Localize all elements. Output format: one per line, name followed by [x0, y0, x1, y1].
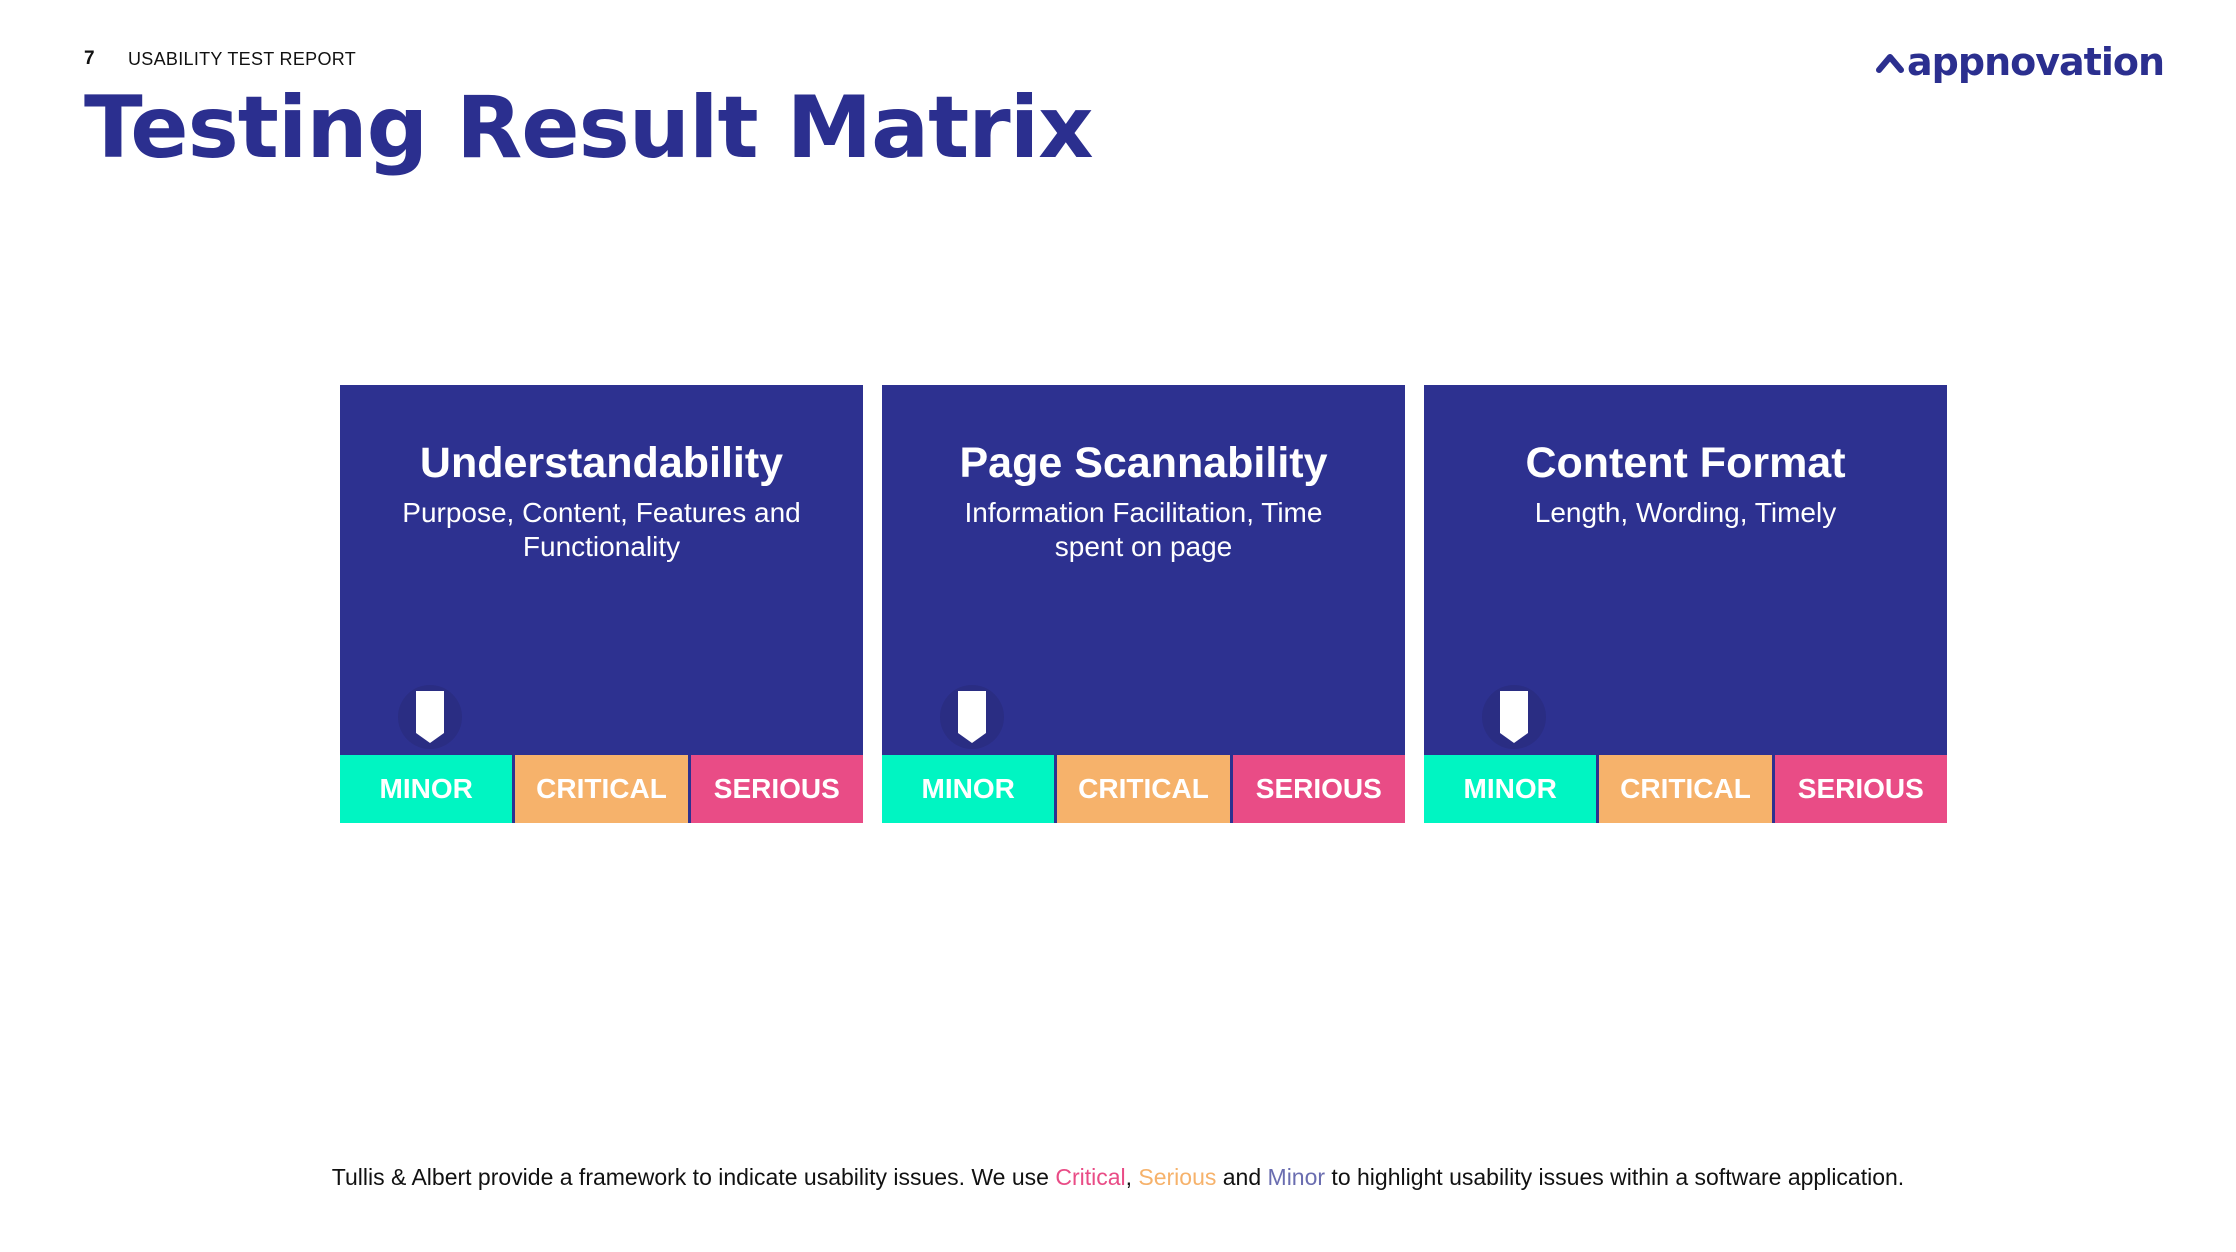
severity-scale: MINOR CRITICAL SERIOUS: [882, 755, 1405, 823]
footnote-and: and: [1216, 1164, 1268, 1190]
card-title: Understandability: [419, 439, 784, 487]
severity-scale: MINOR CRITICAL SERIOUS: [1424, 755, 1947, 823]
bookmark-icon: [940, 685, 1004, 749]
footnote-comma: ,: [1125, 1164, 1139, 1190]
logo-text: appnovation: [1907, 40, 2165, 84]
card-subtitle: Length, Wording, Timely: [1534, 497, 1837, 528]
card-understandability: Understandability Purpose, Content, Feat…: [340, 385, 863, 823]
rating-critical: CRITICAL: [1054, 755, 1230, 823]
bookmark-icon: [398, 685, 462, 749]
report-label: USABILITY TEST REPORT: [128, 49, 357, 69]
page-title: Testing Result Matrix: [84, 78, 1094, 178]
caret-up-icon: [1876, 54, 1905, 73]
card-page-scannability: Page Scannability Information Facilitati…: [882, 385, 1405, 823]
card-title: Content Format: [1525, 439, 1846, 487]
rating-serious: SERIOUS: [1229, 755, 1405, 823]
page-number: 7: [84, 48, 95, 69]
card-content-format: Content Format Length, Wording, Timely M…: [1424, 385, 1947, 823]
rating-minor: MINOR: [1424, 755, 1597, 823]
footnote-critical: Critical: [1055, 1164, 1126, 1190]
footnote-text-end: to highlight usability issues within a s…: [1325, 1164, 1905, 1190]
result-matrix: Understandability Purpose, Content, Feat…: [340, 385, 1947, 823]
card-title: Page Scannability: [959, 439, 1328, 487]
rating-minor: MINOR: [340, 755, 513, 823]
severity-scale: MINOR CRITICAL SERIOUS: [340, 755, 863, 823]
rating-serious: SERIOUS: [1771, 755, 1947, 823]
rating-critical: CRITICAL: [1596, 755, 1772, 823]
bookmark-icon: [1482, 685, 1546, 749]
footnote-serious: Serious: [1138, 1164, 1217, 1190]
footnote-text: Tullis & Albert provide a framework to i…: [331, 1164, 1056, 1190]
card-subtitle: Purpose, Content, Features and Functiona…: [402, 497, 801, 562]
rating-minor: MINOR: [882, 755, 1055, 823]
footnote: Tullis & Albert provide a framework to i…: [0, 1164, 2236, 1191]
footnote-minor: Minor: [1267, 1164, 1326, 1190]
card-subtitle: Information Facilitation, Time spent on …: [964, 497, 1323, 562]
appnovation-logo: appnovation: [1875, 40, 2165, 84]
rating-critical: CRITICAL: [512, 755, 688, 823]
rating-serious: SERIOUS: [687, 755, 863, 823]
